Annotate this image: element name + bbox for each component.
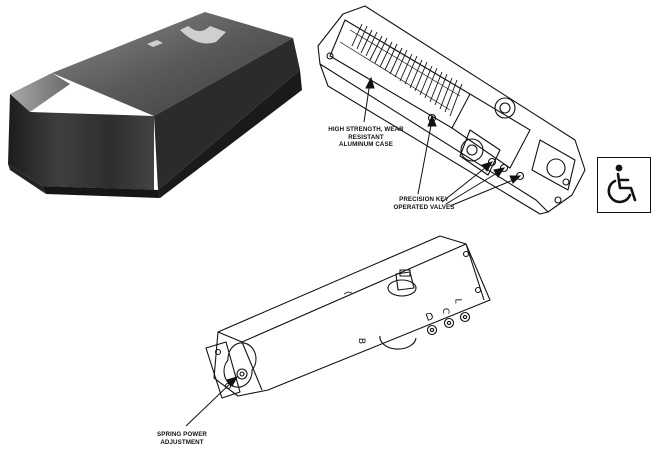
accessibility-badge	[597, 157, 651, 213]
callout-precision-valves: PRECISION KEY OPERATED VALVES	[378, 196, 470, 211]
wheelchair-icon	[607, 164, 637, 204]
valve-letter-l: L	[452, 298, 463, 304]
callout-aluminum-case-line2: RESISTANT	[348, 133, 384, 141]
callout-precision-valves-line2: OPERATED VALVES	[393, 203, 455, 211]
callout-precision-valves-line1: PRECISION KEY	[399, 196, 449, 203]
callout-spring-power-line1: SPRING POWER	[156, 431, 208, 438]
valve-letter-c: C	[440, 307, 451, 315]
valve-letter-b: B	[356, 337, 367, 345]
callout-aluminum-case: HIGH STRENGTH, WEAR RESISTANT ALUMINUM C…	[318, 126, 414, 149]
callout-aluminum-case-line3: ALUMINUM CASE	[339, 141, 393, 148]
callout-aluminum-case-line1: HIGH STRENGTH, WEAR	[328, 126, 404, 133]
callout-spring-power: SPRING POWER ADJUSTMENT	[136, 431, 228, 446]
callout-spring-power-line2: ADJUSTMENT	[160, 438, 204, 446]
